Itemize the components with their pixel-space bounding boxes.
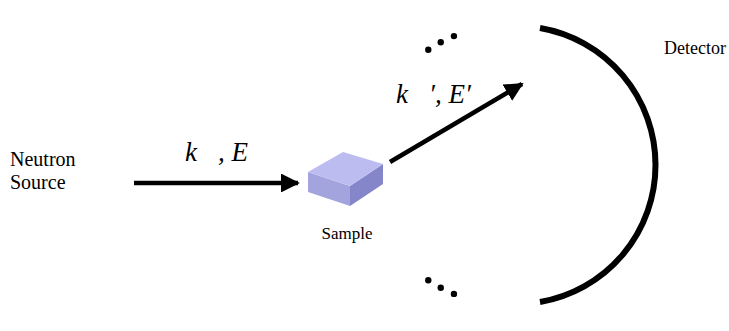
- detector-region: Detector: [525, 20, 729, 310]
- sample-block: Sample: [300, 148, 394, 248]
- wavevector-label: k⃗, E: [185, 138, 248, 168]
- sample-face: [308, 152, 383, 186]
- detector-arc: [540, 28, 656, 302]
- node-label: Neutron Source: [10, 148, 106, 194]
- ellipsis-dot: [425, 277, 431, 283]
- ellipsis-dot: [451, 33, 457, 39]
- ellipsis-dot: [451, 291, 457, 297]
- beam-arrow: [134, 181, 298, 186]
- ellipsis-dot: [425, 47, 431, 53]
- detector-dots: [425, 33, 457, 297]
- node-label: Detector: [664, 38, 726, 59]
- wavevector-label: k⃗′, E′: [396, 80, 471, 110]
- ellipsis-dot: [438, 39, 444, 45]
- ellipsis-dot: [438, 285, 444, 291]
- source-label: Neutron Source: [10, 148, 110, 198]
- node-label: Sample: [300, 224, 394, 244]
